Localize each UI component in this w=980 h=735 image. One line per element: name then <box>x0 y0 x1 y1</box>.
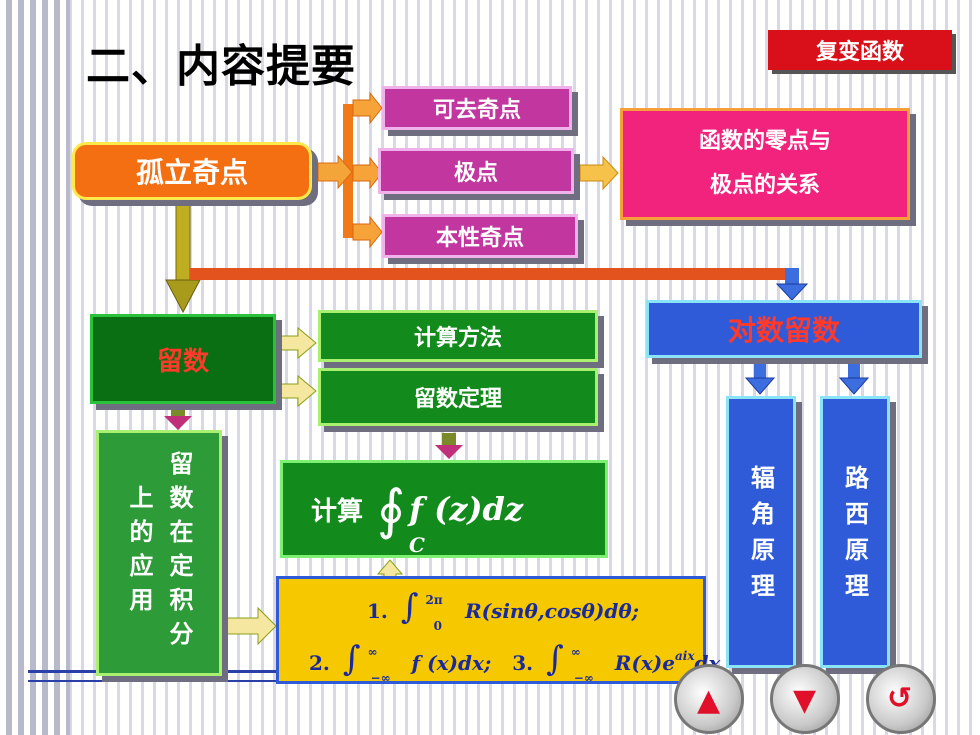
left-decoration-bar <box>0 0 70 735</box>
stem-residue-to-applications <box>171 404 185 418</box>
stem-to-argument <box>754 358 766 380</box>
integral-2-upper: ∞ <box>367 645 378 659</box>
integral-1-index: 1. <box>367 599 388 623</box>
arrow-to-rouche <box>838 377 870 395</box>
contour-label: C <box>409 533 425 557</box>
arrow-down-to-residue <box>165 279 201 314</box>
integral-1-sign: ∫ <box>400 587 419 627</box>
log-residue-box: 对数留数 <box>646 300 922 358</box>
stem-to-rouche <box>848 358 860 380</box>
integral-3-index: 3. <box>512 651 534 675</box>
integral-3-upper: ∞ <box>570 645 581 659</box>
integral-3-lower: −∞ <box>573 671 594 685</box>
arrow-to-argument <box>744 377 776 395</box>
integral-1-body: R(sinθ,cosθ)dθ; <box>464 599 640 623</box>
isolated-singularity-box: 孤立奇点 <box>72 142 312 200</box>
contour-integrand: f (z)dz <box>409 490 524 528</box>
residue-theorem-box: 留数定理 <box>318 368 598 426</box>
integral-3-sign: ∫ <box>546 639 564 679</box>
integral-3-body-pre: R(x)e <box>614 651 675 675</box>
course-badge: 复变函数 <box>768 30 952 70</box>
nav-next-button[interactable]: ▼ <box>770 664 840 734</box>
arrow-to-residue-theorem <box>277 374 317 408</box>
integral-types-box: 1. ∫ 2π 0 R(sinθ,cosθ)dθ; 2. ∫ ∞ −∞ f (x… <box>276 576 720 685</box>
arrow-applications-to-integrals <box>225 606 277 646</box>
relation-line-1: 函数的零点与 <box>698 129 831 154</box>
integral-1-lower: 0 <box>433 619 443 633</box>
integral-row-1: 1. ∫ 2π 0 R(sinθ,cosθ)dθ; <box>367 587 640 633</box>
arrow-to-essential <box>352 215 383 249</box>
integral-2-index: 2. <box>309 651 330 675</box>
argument-principle-box: 辐角原理 <box>726 396 796 668</box>
arrow-to-pole <box>352 156 383 190</box>
return-arrow-icon: ↺ <box>887 681 913 716</box>
integral-1-upper: 2π <box>425 593 443 607</box>
integral-2-lower: −∞ <box>370 671 391 685</box>
up-arrow-icon: ▲ <box>697 683 721 718</box>
argument-principle-text: 辐角原理 <box>746 465 775 609</box>
arrow-theorem-to-compute <box>435 445 463 459</box>
line-to-log-residue <box>190 268 795 280</box>
removable-singularity-box: 可去奇点 <box>382 86 572 130</box>
compute-integral-box: 计算 ∮ f (z)dz C <box>280 460 608 558</box>
applications-box: 留数在定积分上的应用 <box>96 430 222 676</box>
calc-method-box: 计算方法 <box>318 310 598 362</box>
relation-line-2: 极点的关系 <box>709 173 820 198</box>
nav-prev-button[interactable]: ▲ <box>674 664 744 734</box>
stem-theorem-to-compute <box>442 433 456 447</box>
applications-text: 留数在定积分上的应用 <box>125 451 193 655</box>
compute-label: 计算 <box>311 496 364 527</box>
down-arrow-icon: ▼ <box>793 683 817 718</box>
arrow-to-calc-method <box>277 326 317 360</box>
integral-row-2: 2. ∫ ∞ −∞ f (x)dx; 3. ∫ ∞ −∞ R(x)eaixdx <box>309 639 720 685</box>
stem-down-to-residue <box>175 201 191 283</box>
integral-2-sign: ∫ <box>342 639 361 679</box>
essential-singularity-box: 本性奇点 <box>382 214 578 258</box>
arrow-pole-to-relation <box>579 155 619 191</box>
rouche-theorem-box: 路西原理 <box>820 396 890 668</box>
zero-pole-relation-box: 函数的零点与 极点的关系 <box>620 108 910 220</box>
rouche-theorem-text: 路西原理 <box>840 465 869 609</box>
integral-3-exponent: aix <box>674 649 695 663</box>
stem-down-to-log-residue <box>785 268 799 286</box>
arrow-down-to-log-residue <box>775 283 809 301</box>
arrow-residue-to-applications <box>164 416 192 430</box>
page-title: 二、内容提要 <box>86 41 356 92</box>
pole-box: 极点 <box>378 148 574 194</box>
integral-2-body: f (x)dx; <box>411 651 492 675</box>
arrow-to-bracket <box>317 154 353 190</box>
arrow-to-removable <box>352 91 383 125</box>
contour-integral-symbol: ∮ <box>377 477 406 541</box>
residue-box: 留数 <box>90 314 276 404</box>
nav-return-button[interactable]: ↺ <box>866 664 936 734</box>
